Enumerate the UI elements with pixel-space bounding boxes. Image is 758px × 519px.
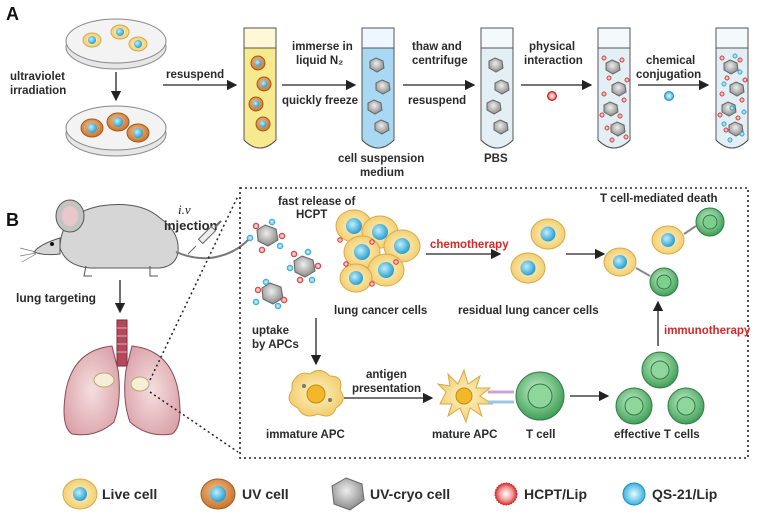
lung-cancer-cells [335, 209, 421, 293]
legend-qs21-label: QS-21/Lip [652, 486, 717, 502]
mouse-illustration [19, 199, 249, 277]
petri-dish-uv-cells [65, 105, 167, 157]
effective-t-label: effective T cells [614, 429, 700, 441]
panel-b-label: B [6, 210, 19, 230]
resuspend2-label: resuspend [408, 95, 466, 107]
quick-freeze-label: quickly freeze [282, 95, 358, 107]
tcell-killing [603, 207, 725, 297]
immerse-line1: immerse in [292, 41, 353, 53]
immunotherapy-label: immunotherapy [664, 325, 751, 337]
t-cell-label: T cell [526, 429, 555, 441]
hcpt-lip-icon [547, 91, 557, 101]
physical-line2: interaction [524, 55, 583, 67]
tube-pbs [480, 27, 514, 149]
petri-dish-live-cells [65, 18, 167, 70]
uv-irradiation-line1: ultraviolet [10, 71, 65, 83]
tube-uv-cells [243, 27, 277, 149]
pbs-label: PBS [484, 153, 508, 165]
mechanism-box [239, 187, 749, 459]
legend-hcpt: HCPT/Lip [494, 482, 587, 506]
physical-line1: physical [529, 41, 575, 53]
thaw-line2: centrifuge [412, 55, 468, 67]
legend-uv-cell: UV cell [200, 478, 289, 510]
lung-cancer-cells-label: lung cancer cells [334, 305, 427, 317]
legend-uv-label: UV cell [242, 486, 289, 502]
medium-line2: medium [360, 167, 404, 179]
legend-live-label: Live cell [102, 486, 157, 502]
immature-apc [288, 370, 344, 417]
injection-label: injection [164, 218, 218, 233]
tube-hcpt-loaded [597, 27, 631, 149]
legend-cryo-label: UV-cryo cell [370, 486, 450, 502]
iv-route-label: i.v [178, 202, 191, 217]
legend-qs21: QS-21/Lip [622, 482, 717, 506]
immerse-line2: liquid N₂ [296, 55, 343, 67]
syringe-icon [187, 220, 222, 255]
effective-t-cells [615, 351, 705, 425]
legend-hcpt-label: HCPT/Lip [524, 486, 587, 502]
residual-label: residual lung cancer cells [458, 305, 599, 317]
legend-live-cell: Live cell [62, 478, 157, 510]
resuspend-label: resuspend [166, 69, 224, 81]
chemical-line2: conjugation [636, 69, 701, 81]
tube-final [715, 27, 749, 149]
uptake-line2: by APCs [252, 339, 299, 351]
chemical-line1: chemical [646, 55, 695, 67]
t-cell [488, 371, 565, 421]
lung-targeting-label: lung targeting [16, 291, 96, 305]
medium-line1: cell suspension [338, 153, 424, 165]
chemotherapy-label: chemotherapy [430, 239, 509, 251]
uptake-line1: uptake [252, 325, 289, 337]
fast-release-line1: fast release of [278, 196, 356, 208]
mature-apc [436, 368, 494, 424]
thaw-line1: thaw and [412, 41, 462, 53]
lungs-illustration [63, 319, 181, 436]
immature-apc-label: immature APC [266, 429, 345, 441]
qs21-lip-icon [664, 91, 674, 101]
antigen-line2: presentation [352, 383, 421, 395]
panel-a-label: A [6, 4, 19, 24]
fast-release-line2: HCPT [296, 209, 327, 221]
uv-irradiation-line2: irradiation [10, 85, 66, 97]
zoom-line-top [149, 195, 239, 381]
residual-cancer-cells [510, 218, 566, 284]
legend-cryo-cell: UV-cryo cell [331, 477, 450, 511]
legend: Live cell UV cell UV-cryo cell HCPT/Lip … [62, 477, 717, 511]
antigen-line1: antigen [366, 369, 407, 381]
mature-apc-label: mature APC [432, 429, 497, 441]
tcell-death-label: T cell-mediated death [600, 193, 718, 205]
tube-cryo-medium [361, 27, 395, 149]
cryo-cells-loaded [246, 218, 322, 310]
